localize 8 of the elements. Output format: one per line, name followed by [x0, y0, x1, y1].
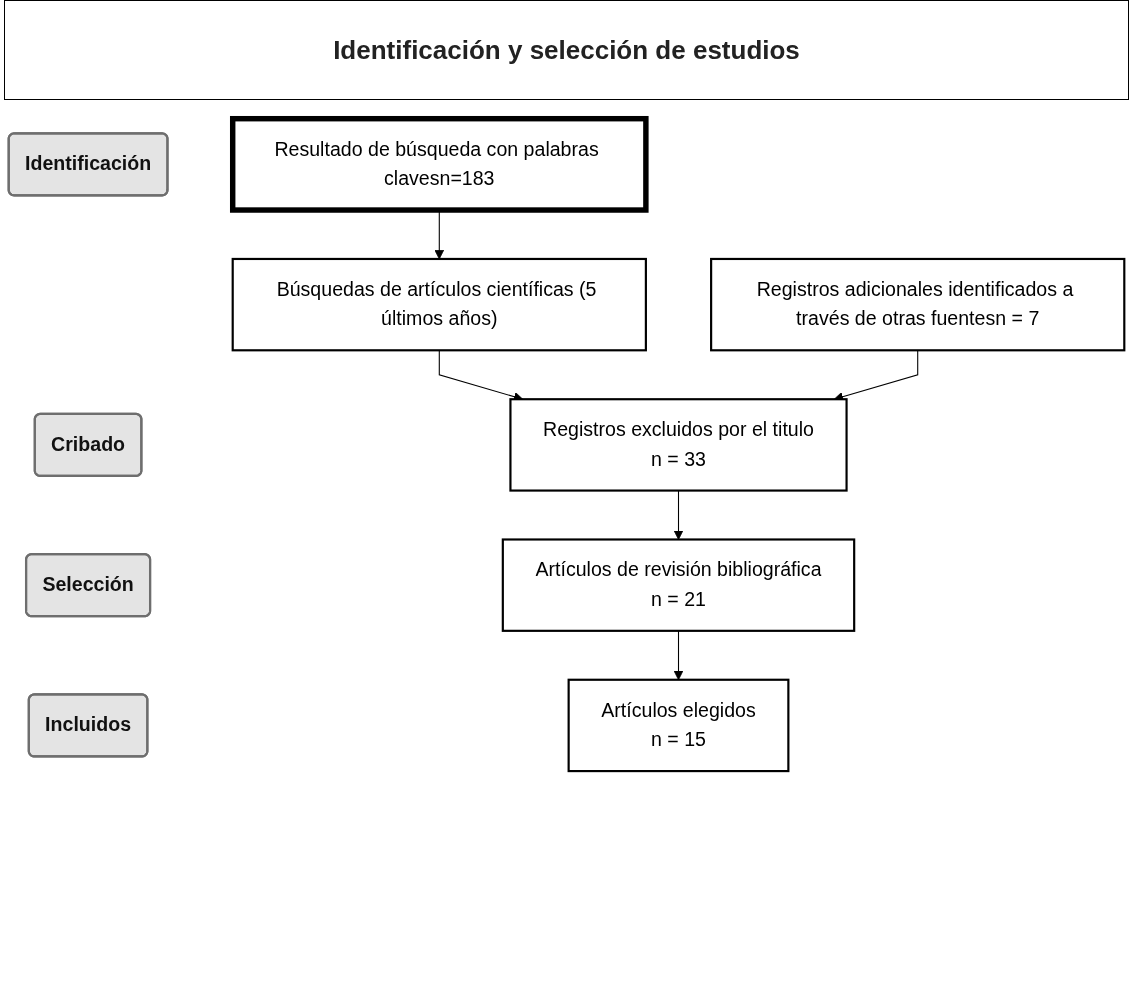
node-box: Artículos de revisión bibliográfica n = 21	[501, 538, 856, 632]
node-box: Búsquedas de artículos científicas (5 últimos años)	[231, 257, 647, 352]
node-box: Registros excluidos por el titulo n = 33	[509, 398, 848, 492]
title: Identificación y selección de estudios	[4, 0, 1129, 100]
node-box: Artículos elegidos n = 15	[567, 678, 790, 773]
arrow	[673, 490, 684, 540]
node-box: Registros adicionales identificados a través de otras fuentesn = 7	[710, 257, 1126, 352]
node-box: Resultado de búsqueda con palabras clavesn=183	[230, 116, 649, 213]
